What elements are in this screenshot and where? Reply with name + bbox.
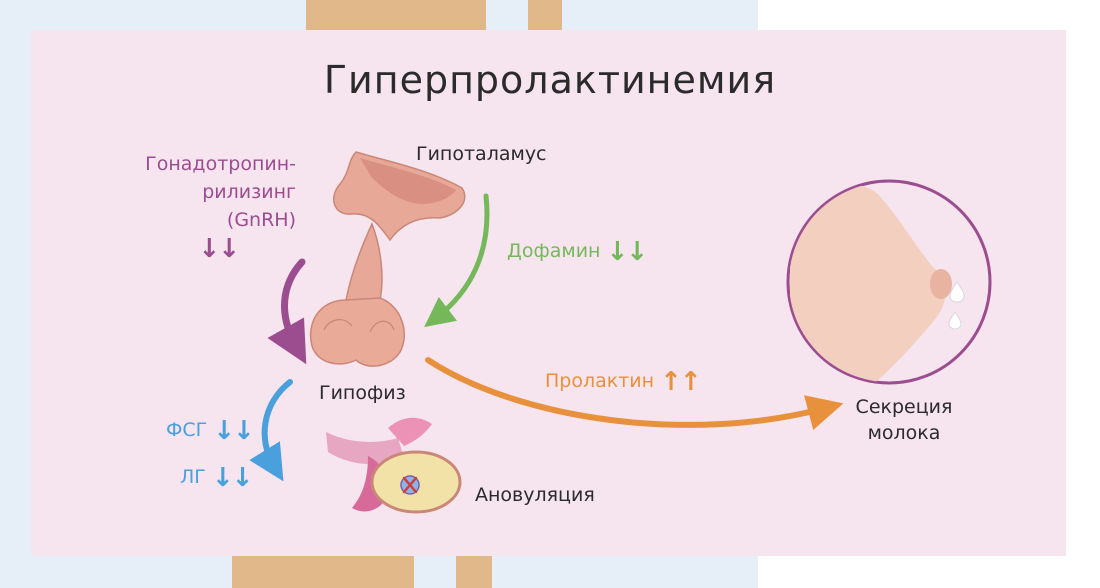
gnrh-label-line1: Гонадотропин- — [145, 153, 296, 175]
ovary-illustration — [326, 417, 462, 514]
gnrh-down-arrows: ↓↓ — [198, 233, 240, 264]
dopamine-label-text: Дофамин — [507, 240, 601, 262]
gonadotropin-arrow — [249, 379, 293, 482]
hypothalamus-pituitary-illustration — [309, 151, 466, 367]
prolactin-label: Пролактин↑↑ — [545, 366, 702, 397]
fsh-label-text: ФСГ — [166, 419, 208, 441]
gnrh-label-line3: (GnRH) — [226, 209, 296, 231]
prolactin-up-arrows: ↑↑ — [660, 366, 702, 397]
milk-secretion-line2: молока — [867, 422, 941, 444]
lh-label-text: ЛГ — [180, 466, 206, 488]
dopamine-arrow — [424, 193, 490, 328]
pituitary-label: Гипофиз — [319, 382, 406, 404]
dopamine-label: Дофамин↓↓ — [507, 236, 648, 267]
fsh-down-arrows: ↓↓ — [213, 415, 255, 446]
milk-secretion-label: Секреция молока — [834, 394, 974, 446]
lh-label: ЛГ↓↓ — [180, 462, 254, 493]
gnrh-label: Гонадотропин- рилизинг (GnRH) ↓↓ — [96, 150, 296, 262]
anovulation-label: Ановуляция — [475, 484, 595, 506]
decor-bar — [232, 556, 414, 588]
breast-illustration — [786, 179, 992, 385]
decor-bar — [528, 0, 562, 30]
milk-secretion-line1: Секреция — [855, 396, 953, 418]
prolactin-label-text: Пролактин — [545, 370, 655, 392]
gnrh-arrow — [267, 258, 307, 365]
hypothalamus-label: Гипоталамус — [416, 143, 547, 165]
diagram-title: Гиперпролактинемия — [323, 58, 777, 102]
dopamine-down-arrows: ↓↓ — [606, 236, 648, 267]
decor-bar — [456, 556, 492, 588]
fsh-label: ФСГ↓↓ — [166, 415, 255, 446]
prolactin-arrow — [425, 357, 844, 431]
gnrh-label-line2: рилизинг — [202, 181, 296, 203]
lh-down-arrows: ↓↓ — [211, 462, 254, 493]
decor-bar — [306, 0, 486, 30]
